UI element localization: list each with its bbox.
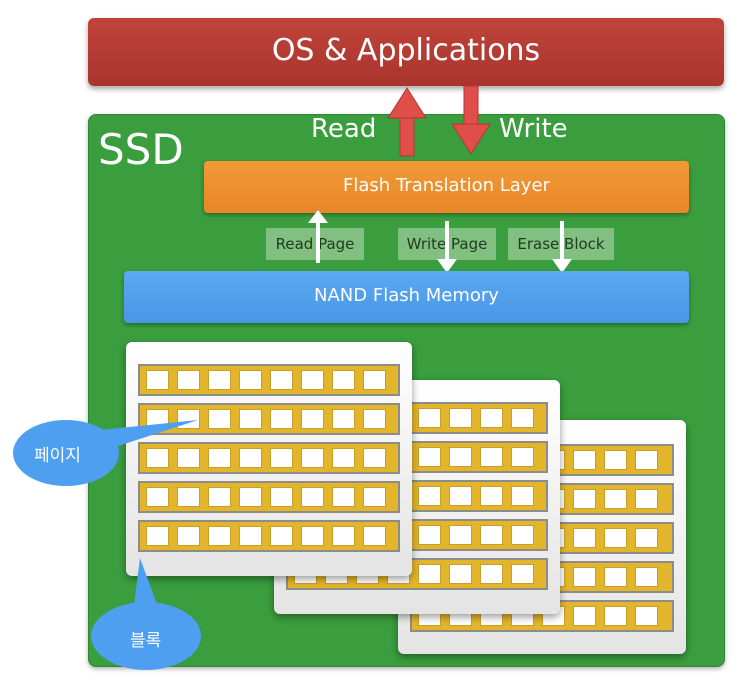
page-row [138,364,400,396]
write-arrow-icon [451,85,491,155]
flash-block [126,342,412,576]
op-read-page: Read Page [266,228,364,260]
flash-translation-layer: Flash Translation Layer [204,161,689,213]
page-callout [13,420,198,486]
read-write-arrows [387,85,491,157]
block-callout-label: 블록 [130,631,162,651]
page-row [138,442,400,474]
read-page-arrow-icon [308,210,328,263]
block-callout [91,558,201,670]
nand-flash-memory: NAND Flash Memory [124,271,689,323]
erase-block-arrow-icon [552,221,572,273]
ssd-label: SSD [98,125,184,174]
os-applications-bar: OS & Applications [88,18,724,86]
write-page-arrow-icon [437,221,457,273]
page-callout-label: 페이지 [34,446,81,466]
op-arrows [308,210,572,273]
page-row [138,520,400,552]
page-row [138,481,400,513]
page-row [138,403,400,435]
read-arrow-icon [387,87,427,157]
read-label: Read [311,114,377,144]
write-label: Write [499,114,568,144]
